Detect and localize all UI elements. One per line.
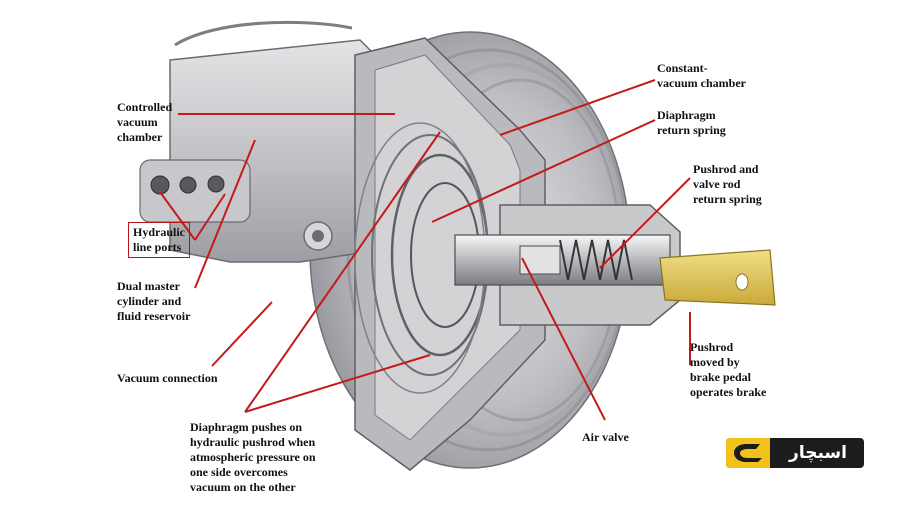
label-dual-master-cylinder: Dual master cylinder and fluid reservoir	[117, 279, 191, 323]
leader-constant-vacuum	[499, 79, 656, 136]
leader-master-cylinder	[194, 139, 256, 289]
leader-vacuum-connection	[211, 301, 273, 367]
cutaway-interior	[354, 37, 546, 471]
label-hydraulic-line-ports: Hydraulic line ports	[128, 222, 191, 258]
leader-pushrod-spring	[599, 177, 691, 269]
valve-body	[454, 204, 681, 326]
master-cylinder-block	[139, 20, 381, 263]
pushrod	[659, 249, 776, 306]
leader-air-valve	[521, 257, 606, 421]
leader-diaphragm-lower	[244, 354, 431, 413]
label-vacuum-connection: Vacuum connection	[117, 371, 218, 385]
label-controlled-vacuum-chamber: Controlled vacuum chamber	[117, 100, 173, 144]
logo-mark-icon	[726, 438, 770, 468]
leader-diaphragm-upper	[244, 131, 441, 413]
label-diaphragm-pushes: Diaphragm pushes on hydraulic pushrod wh…	[190, 420, 316, 494]
brand-logo: اسبچار	[726, 438, 864, 468]
leader-lines	[159, 79, 691, 421]
label-air-valve: Air valve	[582, 430, 629, 444]
logo-text: اسبچار	[789, 443, 847, 463]
label-pushrod-valve-rod-spring: Pushrod and valve rod return spring	[693, 162, 762, 206]
leader-port-2	[194, 193, 226, 241]
label-diaphragm-return-spring: Diaphragm return spring	[657, 108, 726, 137]
label-pushrod-moved: Pushrod moved by brake pedal operates br…	[690, 340, 767, 399]
leader-return-spring	[431, 119, 656, 223]
label-constant-vacuum-chamber: Constant- vacuum chamber	[657, 61, 746, 90]
